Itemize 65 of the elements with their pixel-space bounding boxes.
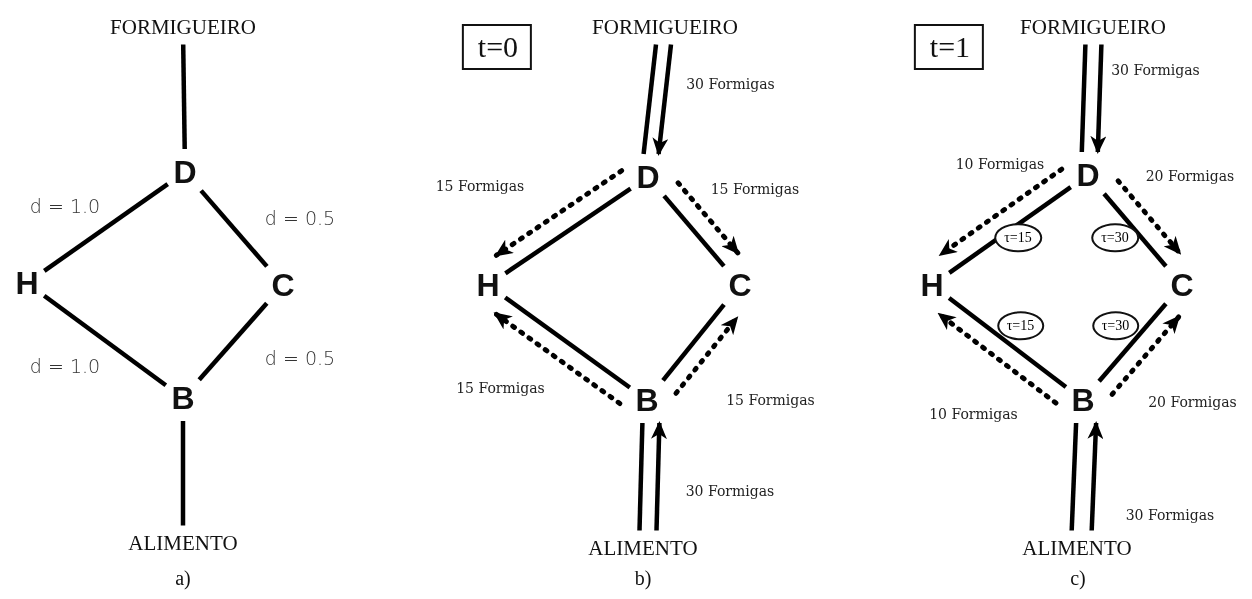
vertex-label: H [15,267,39,299]
arrow [652,44,674,156]
place-label: ALIMENTO [1022,537,1132,559]
connector-line [504,186,632,276]
vertex-label: C [271,269,295,301]
edge-label: 10 Formigas [927,405,1020,424]
connector-line [637,422,645,531]
vertex-label: H [476,269,500,301]
edge-label: 30 Formigas [683,483,777,501]
dotted-arrow [675,180,741,256]
edge-label: 15 Formigas [454,379,547,398]
edge-label: 30 Formigas [684,76,777,94]
panel-caption: a) [175,566,191,590]
pheromone-label: τ=30 [1091,223,1139,253]
connector-line [661,303,726,382]
connector-line [1097,302,1168,383]
pheromone-label: τ=30 [1091,310,1140,341]
vertex-label: D [636,161,660,193]
edge-label: 15 Formigas [724,391,817,410]
connector-line [641,44,659,155]
vertex-label: D [1076,159,1100,191]
connector-line [1069,422,1079,531]
connector-line [1079,44,1088,153]
vertex-label: C [1170,269,1194,301]
dotted-arrow [673,315,740,396]
edge-label: 20 Formigas [1143,168,1237,186]
vertex-label: D [173,156,197,188]
pheromone-label: τ=15 [994,223,1042,253]
dotted-arrow [936,311,1059,406]
time-step-box: t=0 [461,24,533,70]
connector-line [662,194,726,268]
vertex-label: H [920,269,944,301]
dotted-arrow [1109,314,1182,397]
connector-line [197,301,269,382]
connector-line [42,293,168,388]
place-label: ALIMENTO [588,537,698,559]
connector-line [503,295,632,390]
vertex-label: B [1071,384,1095,416]
connector-line [43,182,169,273]
edge-label: 20 Formigas [1146,393,1239,412]
pheromone-label: τ=15 [996,310,1045,341]
connector-line [947,296,1068,389]
panel-caption: c) [1070,566,1086,590]
panel-caption: b) [634,566,652,590]
place-label: FORMIGUEIRO [592,16,738,38]
vertex-label: B [171,382,195,414]
arrow [650,421,667,531]
vertex-label: C [728,269,752,301]
dotted-arrow [493,168,625,258]
edge-label: 30 Formigas [1123,507,1217,525]
dotted-arrow [1115,178,1183,256]
place-label: FORMIGUEIRO [1020,16,1166,38]
time-step-box: t=1 [913,24,985,70]
connector-line [180,44,187,150]
edge-label: 30 Formigas [1109,62,1202,80]
arrow [1087,421,1104,531]
dotted-arrow [492,311,623,406]
dotted-arrow [937,166,1065,258]
connector-line [1102,192,1168,268]
connector-line [180,421,186,526]
arrow [1090,44,1107,154]
place-label: ALIMENTO [128,532,238,554]
place-label: FORMIGUEIRO [110,16,256,38]
connector-line [199,189,269,268]
vertex-label: B [635,384,659,416]
